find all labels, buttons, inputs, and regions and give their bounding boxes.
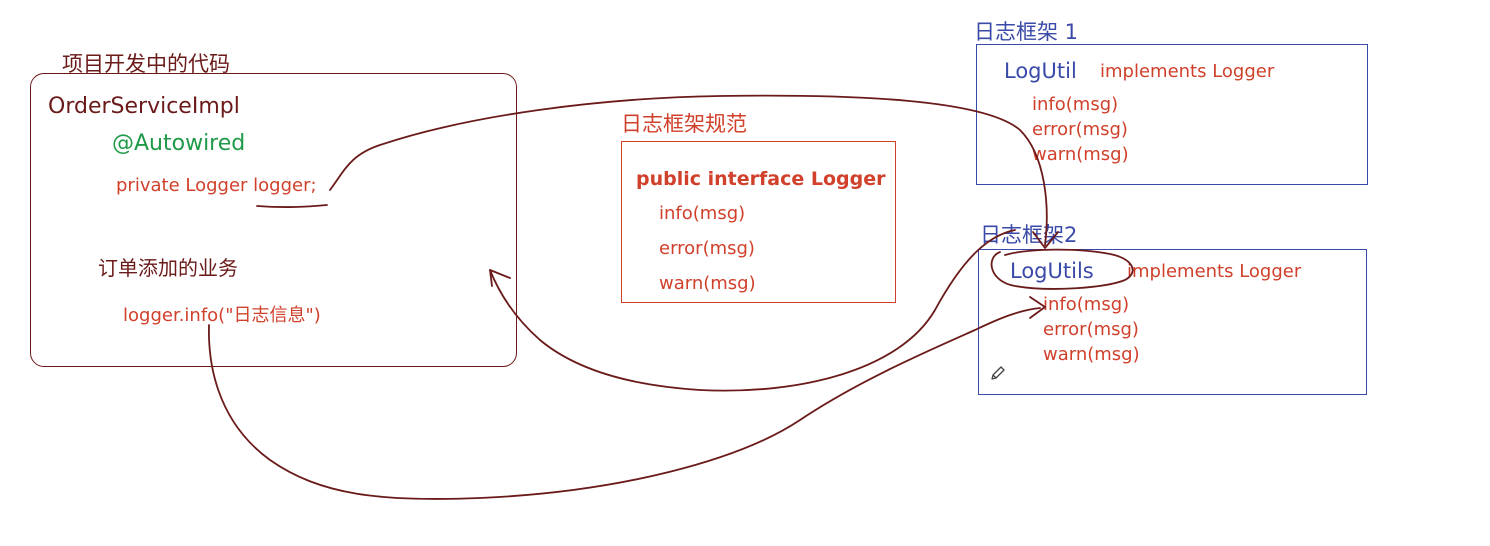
- framework1-method-warn: warn(msg): [1032, 144, 1129, 165]
- arrow-logger-to-framework2: [329, 94, 1048, 246]
- logutils-class: LogUtils: [1010, 259, 1094, 283]
- business-label: 订单添加的业务: [98, 256, 238, 280]
- autowired-annotation: @Autowired: [112, 131, 246, 156]
- arrow-call-to-info-head: [1029, 296, 1046, 319]
- pencil-icon[interactable]: [989, 364, 1007, 382]
- arrow-framework2-to-business: [489, 229, 1016, 392]
- order-service-class: OrderServiceImpl: [48, 94, 240, 119]
- spec-box: [621, 141, 896, 303]
- logger-interface: public interface Logger: [636, 168, 886, 190]
- logger-field: private Logger logger;: [116, 175, 317, 196]
- spec-method-error: error(msg): [659, 238, 755, 259]
- arrow-framework2-to-business-head: [489, 269, 511, 287]
- framework1-method-error: error(msg): [1032, 119, 1128, 140]
- logger-info-call: logger.info("日志信息"): [123, 305, 321, 326]
- logutils-circle-stroke: [990, 248, 1134, 290]
- framework2-box: [978, 249, 1367, 395]
- framework1-title: 日志框架 1: [974, 20, 1079, 44]
- framework2-method-warn: warn(msg): [1043, 344, 1140, 365]
- project-code-box: [30, 73, 517, 367]
- logger-underline-stroke: [256, 204, 328, 208]
- arrow-call-to-info: [208, 307, 1041, 500]
- spec-title: 日志框架规范: [621, 112, 747, 136]
- spec-method-info: info(msg): [659, 203, 746, 224]
- framework1-implements: implements Logger: [1100, 61, 1275, 82]
- project-title: 项目开发中的代码: [62, 52, 230, 76]
- framework2-method-error: error(msg): [1043, 319, 1139, 340]
- framework2-method-info: info(msg): [1043, 294, 1130, 315]
- framework2-title: 日志框架2: [980, 223, 1078, 247]
- arrow-logger-to-framework2-head: [1032, 231, 1059, 249]
- framework1-box: [976, 44, 1368, 185]
- spec-method-warn: warn(msg): [659, 273, 756, 294]
- framework2-implements: implements Logger: [1127, 261, 1302, 282]
- logutil-class: LogUtil: [1004, 59, 1077, 83]
- framework1-method-info: info(msg): [1032, 94, 1119, 115]
